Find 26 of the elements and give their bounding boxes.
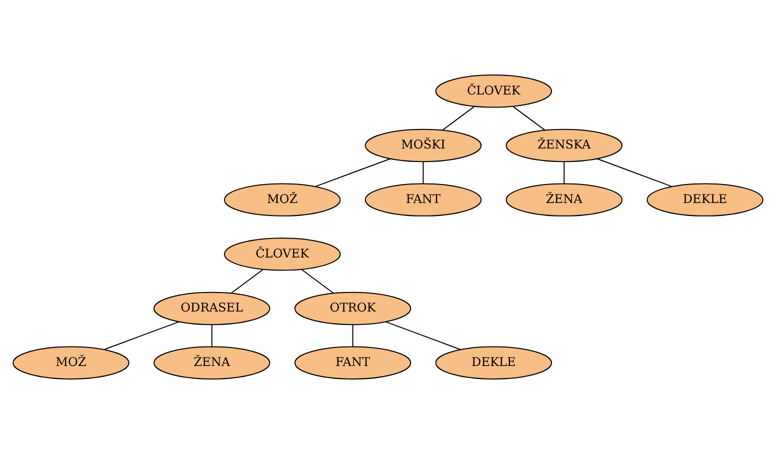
connector [104,321,180,350]
node-ellipse: ŽENSKA [506,128,622,162]
connector [352,324,354,347]
node-ellipse: MOŽ [224,183,341,216]
connector [564,162,565,184]
node-ellipse: DEKLE [435,346,552,380]
connector [211,324,212,347]
connector [512,106,546,131]
node-ellipse: FANT [294,346,412,380]
connector [442,106,475,131]
node-ellipse: MOŠKI [364,128,482,162]
node-ellipse: DEKLE [646,183,764,216]
connector [315,158,390,187]
node-ellipse: ČLOVEK [435,74,552,108]
node-ellipse: MOŽ [12,346,130,380]
connector [230,269,264,294]
connector [596,158,672,187]
connector [301,269,334,294]
node-ellipse: OTROK [294,292,412,326]
node-ellipse: ODRASEL [154,292,270,326]
connector [422,162,424,184]
connector [386,321,461,350]
node-ellipse: FANT [364,183,482,216]
node-ellipse: ŽENA [154,346,270,380]
node-ellipse: ČLOVEK [224,238,341,271]
node-ellipse: ŽENA [506,183,622,216]
